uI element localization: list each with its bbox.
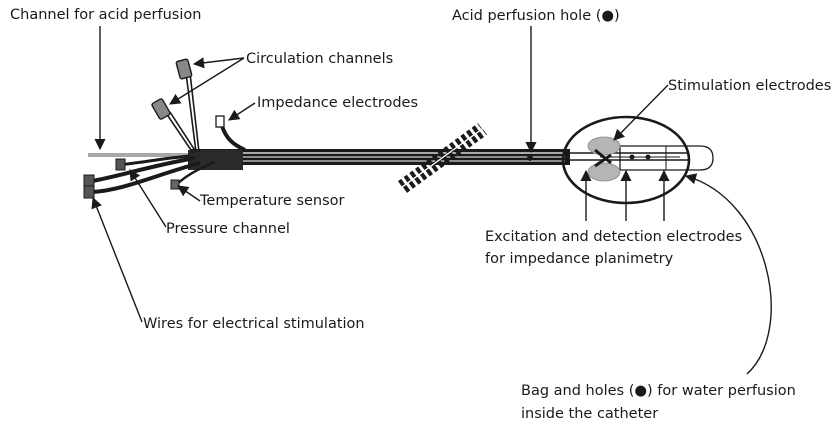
catheter-body [88, 145, 714, 171]
acid-perfusion-hole [527, 155, 533, 161]
label-stimulation-wires: Wires for electrical stimulation [143, 316, 365, 332]
label-excitation-line-1: Excitation and detection electrodes [485, 229, 742, 245]
stimulation-electrodes [587, 136, 621, 182]
stimulation-wires [83, 154, 201, 199]
junction-segment [188, 150, 243, 170]
water-perfusion-hole [645, 154, 651, 160]
circulation-channels [151, 58, 200, 154]
label-bag-line-2: inside the catheter [521, 406, 658, 422]
label-acid-channel: Channel for acid perfusion [10, 7, 201, 23]
impedance-electrode-cable [215, 115, 246, 152]
label-excitation-line-2: for impedance planimetry [485, 251, 674, 267]
labels: Channel for acid perfusion Circulation c… [10, 7, 831, 422]
label-stimulation-electrodes: Stimulation electrodes [668, 78, 831, 94]
water-perfusion-hole [629, 154, 635, 160]
temperature-sensor [170, 160, 216, 190]
label-pressure-channel: Pressure channel [166, 221, 290, 237]
label-acid-perfusion-hole: Acid perfusion hole (●) [452, 8, 620, 24]
label-arrows [91, 26, 772, 375]
label-impedance-electrodes: Impedance electrodes [257, 95, 418, 111]
label-temperature-sensor: Temperature sensor [199, 193, 345, 209]
shaft-break-marker [397, 123, 488, 193]
catheter-tip [620, 145, 714, 171]
label-circulation-channels: Circulation channels [246, 51, 393, 67]
label-bag-line-1: Bag and holes (●) for water perfusion [521, 383, 796, 399]
